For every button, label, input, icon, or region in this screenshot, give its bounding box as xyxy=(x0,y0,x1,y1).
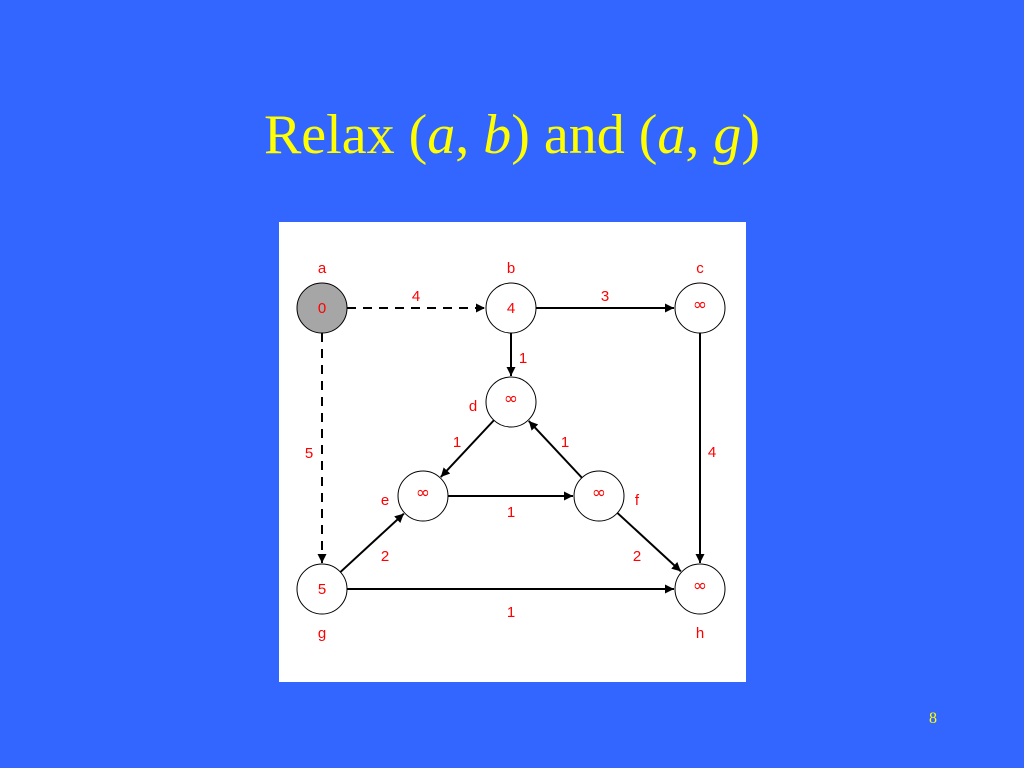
node-label-c: c xyxy=(696,260,704,277)
node-label-e: e xyxy=(381,492,389,509)
node-label-d: d xyxy=(469,398,477,415)
edge-weight-c-h: 4 xyxy=(708,444,716,461)
edge-weight-d-e: 1 xyxy=(453,434,461,451)
node-distance-c: ∞ xyxy=(693,295,707,315)
node-circle-a xyxy=(296,282,348,334)
node-e: ∞e xyxy=(381,470,449,522)
title-vertex-1: a xyxy=(427,104,456,166)
edge-weight-g-e: 2 xyxy=(381,548,389,565)
node-circle-d xyxy=(485,376,537,428)
node-distance-f: ∞ xyxy=(592,483,606,503)
edge-weight-b-d: 1 xyxy=(519,350,527,367)
edge-f-d xyxy=(528,420,583,479)
node-circle-b xyxy=(485,282,537,334)
edge-f-h xyxy=(616,512,682,573)
slide-title: Relax (a, b) and (a, g) xyxy=(0,103,1024,167)
node-distance-e: ∞ xyxy=(416,483,430,503)
node-h: ∞h xyxy=(674,563,726,642)
edge-weight-b-c: 3 xyxy=(601,288,609,305)
title-separator-1: , xyxy=(455,104,484,166)
node-label-f: f xyxy=(635,492,640,509)
edge-weight-f-d: 1 xyxy=(561,434,569,451)
node-distance-h: ∞ xyxy=(693,576,707,596)
edge-weight-e-f: 1 xyxy=(507,504,515,521)
node-distance-g: 5 xyxy=(318,581,326,598)
node-circle-e xyxy=(397,470,449,522)
node-circle-f xyxy=(573,470,625,522)
node-label-g: g xyxy=(318,625,326,642)
node-distance-b: 4 xyxy=(507,300,515,317)
edge-weight-a-b: 4 xyxy=(412,288,420,305)
title-suffix: ) xyxy=(741,104,761,166)
node-label-a: a xyxy=(318,260,327,277)
title-vertex-3: a xyxy=(657,104,686,166)
node-circle-h xyxy=(674,563,726,615)
edge-weight-g-h: 1 xyxy=(507,604,515,621)
node-circle-g xyxy=(296,563,348,615)
node-label-b: b xyxy=(507,260,515,277)
title-prefix: Relax ( xyxy=(263,104,428,166)
node-a: 0a xyxy=(296,260,348,334)
node-d: ∞d xyxy=(469,376,537,428)
node-f: ∞f xyxy=(573,470,640,522)
node-c: ∞c xyxy=(674,260,726,334)
node-distance-a: 0 xyxy=(318,300,326,317)
page-number: 8 xyxy=(929,710,937,727)
title-vertex-4: g xyxy=(713,104,742,166)
edge-d-e xyxy=(440,419,495,478)
node-label-h: h xyxy=(696,625,704,642)
edge-weight-a-g: 5 xyxy=(305,445,313,462)
node-distance-d: ∞ xyxy=(504,389,518,409)
edge-g-e xyxy=(339,512,405,573)
title-middle: ) and ( xyxy=(511,104,658,166)
title-separator-2: , xyxy=(685,104,714,166)
title-vertex-2: b xyxy=(483,104,512,166)
edge-weight-f-h: 2 xyxy=(633,548,641,565)
node-b: 4b xyxy=(485,260,537,334)
node-g: 5g xyxy=(296,563,348,642)
node-circle-c xyxy=(674,282,726,334)
